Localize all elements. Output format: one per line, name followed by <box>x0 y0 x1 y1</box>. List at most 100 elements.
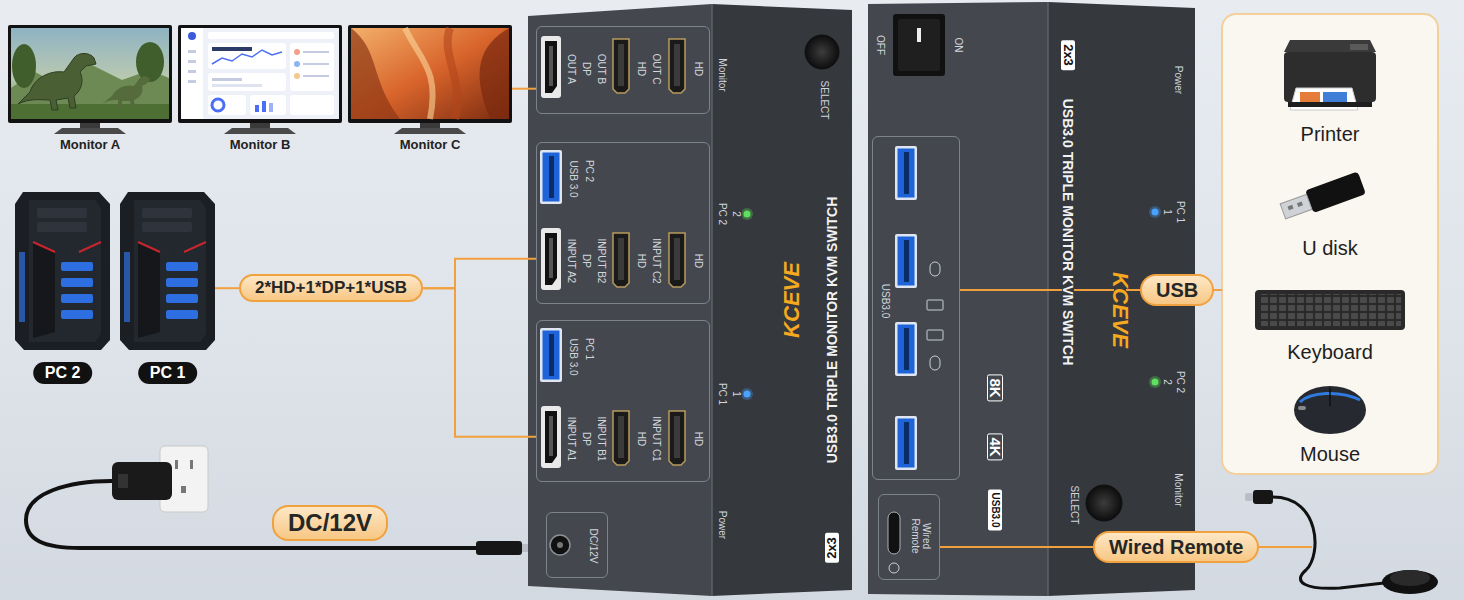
panel-marking: 2 <box>1161 378 1173 386</box>
pc-tower-illustration <box>15 192 110 350</box>
label-text: HD <box>635 253 647 269</box>
monitor-screen: Monitor B <box>178 25 342 123</box>
monitor-a-illustration <box>102 76 150 108</box>
remote-port: Wired Remote <box>878 494 940 580</box>
monitor-b-illustration <box>212 78 242 81</box>
label-text: DP <box>580 253 592 269</box>
monitor-b-illustration <box>188 70 196 73</box>
cable-line <box>512 88 536 90</box>
peripherals-panel <box>1222 14 1438 474</box>
monitor-a-illustration <box>11 28 169 119</box>
monitor-b-illustration <box>294 73 300 79</box>
pc-tower-illustration <box>166 294 198 303</box>
monitor-c-illustration <box>348 25 512 134</box>
label-text: HD <box>692 431 704 447</box>
cable-line <box>940 546 1093 548</box>
panel-marking: 1 <box>730 390 742 398</box>
pc-tower-illustration <box>15 192 110 350</box>
keyboard-icon <box>1255 290 1405 330</box>
pc-tower-illustration <box>37 222 87 232</box>
monitor-b-illustration <box>303 51 329 53</box>
monitor-b-illustration <box>294 61 300 67</box>
kvm-back-illustration <box>930 262 940 276</box>
monitor-c-illustration <box>448 28 458 119</box>
kvm-front-illustration <box>669 411 685 465</box>
kvm-front-illustration <box>712 4 852 596</box>
kvm-front-illustration <box>540 328 562 382</box>
pc-tower-illustration <box>33 242 55 338</box>
kvm-front-illustration <box>741 388 753 400</box>
monitor-b-illustration <box>269 103 273 112</box>
pc-tower-illustration <box>61 262 93 271</box>
kvm-front-illustration <box>541 228 561 290</box>
cable-callout: 2*HD+1*DP+1*USB <box>239 274 423 302</box>
label-text: INPUT B1 <box>595 416 607 463</box>
label-text: INPUT A2 <box>565 238 577 284</box>
wired-remote-illustration <box>1390 570 1430 586</box>
printer-icon <box>1284 40 1376 110</box>
label-text: PC 2 <box>583 159 595 183</box>
cable-line <box>960 289 1140 291</box>
label-text: HD <box>692 61 704 77</box>
kvm-front-illustration <box>557 542 563 548</box>
label-text: Monitor B <box>230 137 291 152</box>
peripheral-item: Keyboard <box>1250 280 1410 364</box>
monitor-b-illustration <box>208 43 286 69</box>
label-text: USB 3.0 <box>567 337 579 376</box>
mouse-icon <box>1294 386 1366 434</box>
label-text: INPUT A1 <box>565 416 577 462</box>
kvm-back-illustration <box>888 512 900 554</box>
kvm-back-illustration <box>889 563 899 573</box>
mouse-icon <box>1294 386 1366 434</box>
panel-marking: PC 2 <box>1174 370 1186 394</box>
input-port-group: USB 3.0PC 1INPUT A1INPUT B1DPINPUT C1HDH… <box>536 320 710 482</box>
pc-tower-illustration <box>166 310 198 319</box>
label-text: DP <box>580 61 592 77</box>
panel-marking: SELECT <box>818 80 830 121</box>
label-text: PC 1 <box>138 362 198 384</box>
panel-marking: Power <box>1172 65 1184 95</box>
label-text: U disk <box>1302 236 1358 260</box>
kvm-front-illustration <box>541 36 561 98</box>
kvm-front-illustration <box>613 411 629 465</box>
monitor-b-illustration <box>188 50 196 53</box>
peripheral-item: Printer <box>1250 24 1410 146</box>
monitor-b-illustration <box>181 28 339 119</box>
cable-line <box>423 259 536 289</box>
label-text: DP <box>580 431 592 447</box>
power-adapter-illustration <box>190 460 193 469</box>
monitor-b-illustration <box>212 50 282 64</box>
label-text: Printer <box>1301 122 1360 146</box>
label-text: Mouse <box>1300 442 1360 466</box>
kvm-back-illustration <box>868 2 1048 596</box>
kvm-back-illustration <box>1149 376 1161 388</box>
monitor-c-illustration <box>394 128 466 134</box>
kvm-back-illustration <box>1047 2 1049 596</box>
monitor-a-illustration <box>11 104 169 119</box>
panel-marking: 2 <box>730 210 742 218</box>
keyboard-icon <box>1259 294 1401 326</box>
pc-tower-illustration <box>142 222 192 232</box>
wired-remote-illustration <box>1382 570 1438 594</box>
monitor-c-illustration <box>351 28 400 119</box>
pc-tower: PC 1 <box>120 192 215 350</box>
printer-icon <box>1284 40 1376 52</box>
label-text: USB 3.0 <box>567 159 579 198</box>
kvm-back-illustration <box>930 356 940 370</box>
peripheral-item: U disk <box>1250 158 1410 260</box>
kvm-front-illustration <box>805 35 839 69</box>
pc-tower-illustration <box>142 208 192 218</box>
usb-stick-icon <box>1297 201 1303 206</box>
kvm-back-illustration <box>1086 485 1122 521</box>
monitor-screen: Monitor C <box>348 25 512 123</box>
power-adapter-illustration <box>118 474 128 488</box>
callout-text: 2*HD+1*DP+1*USB <box>255 278 407 298</box>
input-port-group: USB 3.0PC 2INPUT A2INPUT B2DPINPUT C2HDH… <box>536 142 710 304</box>
monitor-c-illustration <box>420 123 440 128</box>
label-text: INPUT B2 <box>595 238 607 285</box>
printer-icon <box>1350 44 1368 50</box>
kvm-back-illustration <box>895 416 917 470</box>
power-adapter-illustration <box>112 462 172 500</box>
power-adapter-illustration <box>476 541 522 555</box>
